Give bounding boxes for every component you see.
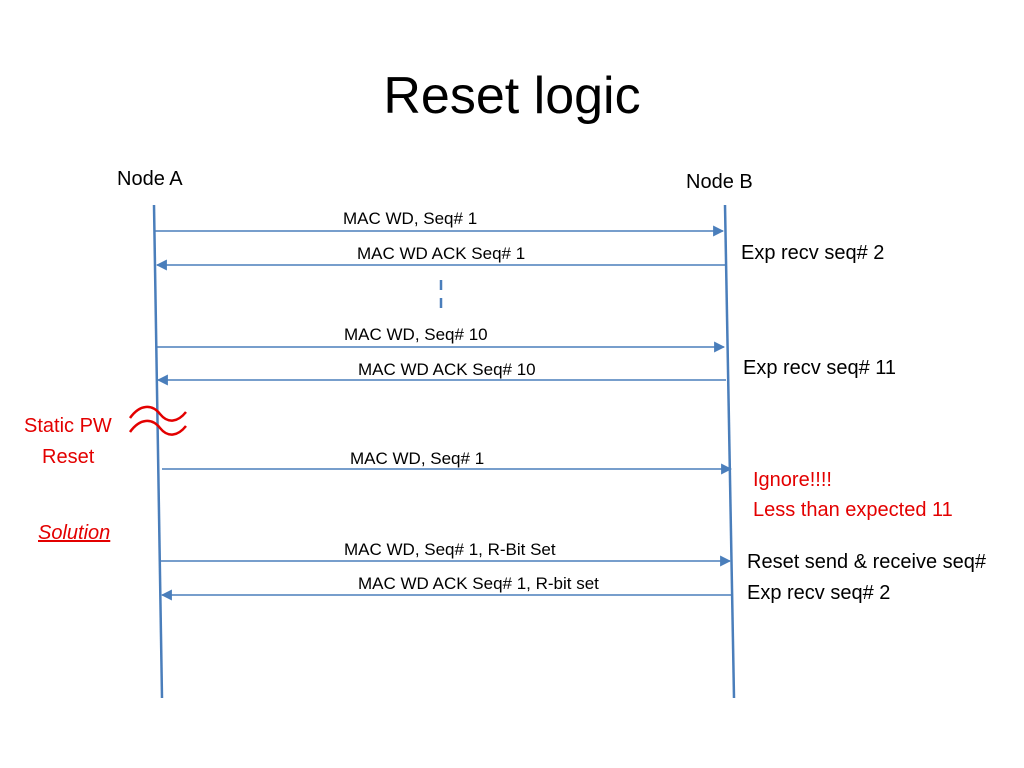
message-label-4: MAC WD ACK Seq# 10 [358,360,536,379]
reset-squiggle-icon-lower [128,419,187,436]
node-b-label: Node B [686,171,753,193]
lifeline-node-a [152,204,164,699]
reset-squiggle-icon [128,405,187,422]
lifeline-node-b [723,204,736,699]
message-label-6: MAC WD, Seq# 1, R-Bit Set [344,540,556,559]
note-reset-seq: Reset send & receive seq# [747,551,987,573]
reset-label: Reset [42,446,95,468]
note-less-than-expected: Less than expected 11 [753,499,953,521]
slide-title: Reset logic [383,67,641,125]
message-label-5: MAC WD, Seq# 1 [350,449,485,468]
message-label-2: MAC WD ACK Seq# 1 [357,244,526,263]
note-ignore: Ignore!!!! [753,469,832,491]
note-exp-recv-11: Exp recv seq# 11 [743,357,897,379]
note-exp-recv-2: Exp recv seq# 2 [741,242,885,264]
message-label-3: MAC WD, Seq# 10 [344,325,488,344]
node-a-label: Node A [117,168,183,190]
static-pw-label: Static PW [24,415,112,437]
message-label-7: MAC WD ACK Seq# 1, R-bit set [358,574,599,593]
solution-label: Solution [38,522,111,544]
message-label-1: MAC WD, Seq# 1 [343,209,478,228]
note-exp-recv-2-after-reset: Exp recv seq# 2 [747,582,891,604]
